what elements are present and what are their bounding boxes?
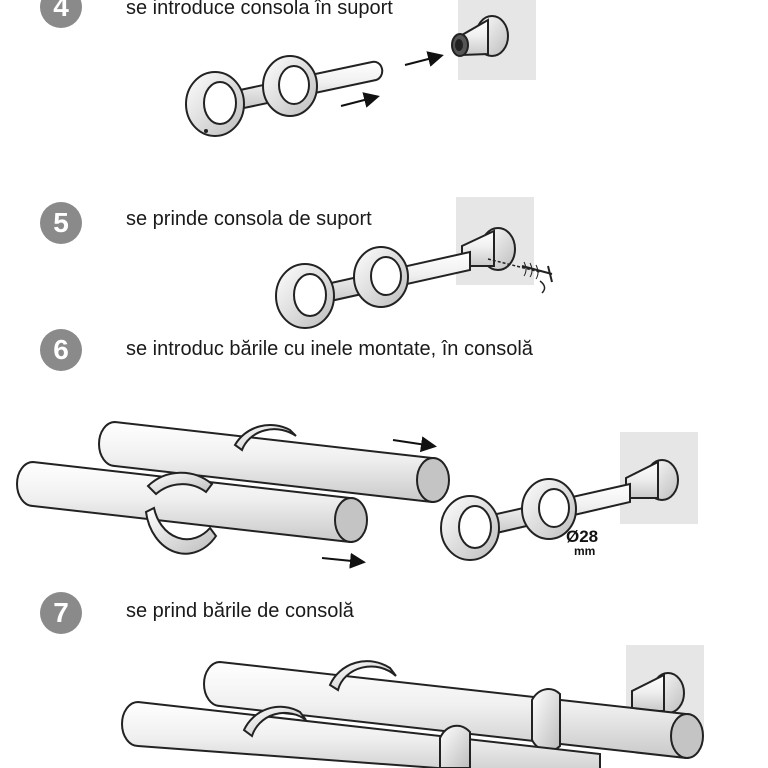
curtain-rod-back: [203, 660, 704, 760]
arrow-front-rod: [321, 552, 366, 569]
screw-icon: [487, 258, 553, 294]
step-5-illustration: [275, 197, 553, 329]
curtain-ring: [233, 424, 297, 452]
arrow-push: [340, 92, 380, 108]
curtain-ring: [242, 705, 307, 738]
step-caption: se introduc bările cu inele montate, în …: [126, 338, 533, 360]
curtain-rod-front: [16, 460, 368, 544]
step-6-illustration: [16, 420, 698, 569]
step-number-badge: 5: [40, 202, 82, 244]
step-7-illustration: [121, 645, 704, 768]
step-caption: se prind bările de consolă: [126, 600, 354, 622]
wall-bracket: [451, 15, 509, 57]
curtain-ring: [328, 660, 397, 692]
curtain-rod-front: [121, 700, 601, 768]
diameter-value: Ø28: [566, 527, 599, 546]
curtain-rod-back: [98, 420, 450, 504]
diameter-label: Ø28 mm: [566, 528, 598, 557]
step-caption: se prinde consola de suport: [126, 208, 372, 230]
step-number-badge: 7: [40, 592, 82, 634]
step-4-illustration: [185, 0, 536, 137]
arrow-back-rod: [392, 436, 437, 453]
console-bracket: [440, 478, 631, 561]
console-bracket: [185, 55, 384, 137]
arrow-into-bracket: [404, 51, 444, 67]
step-caption: se introduce consola în suport: [126, 0, 393, 19]
console-ring: [531, 688, 561, 752]
step-number-badge: 6: [40, 329, 82, 371]
curtain-ring: [144, 471, 218, 555]
diameter-unit: mm: [574, 544, 596, 558]
console-bracket: [275, 246, 471, 329]
console-ring: [439, 724, 471, 768]
